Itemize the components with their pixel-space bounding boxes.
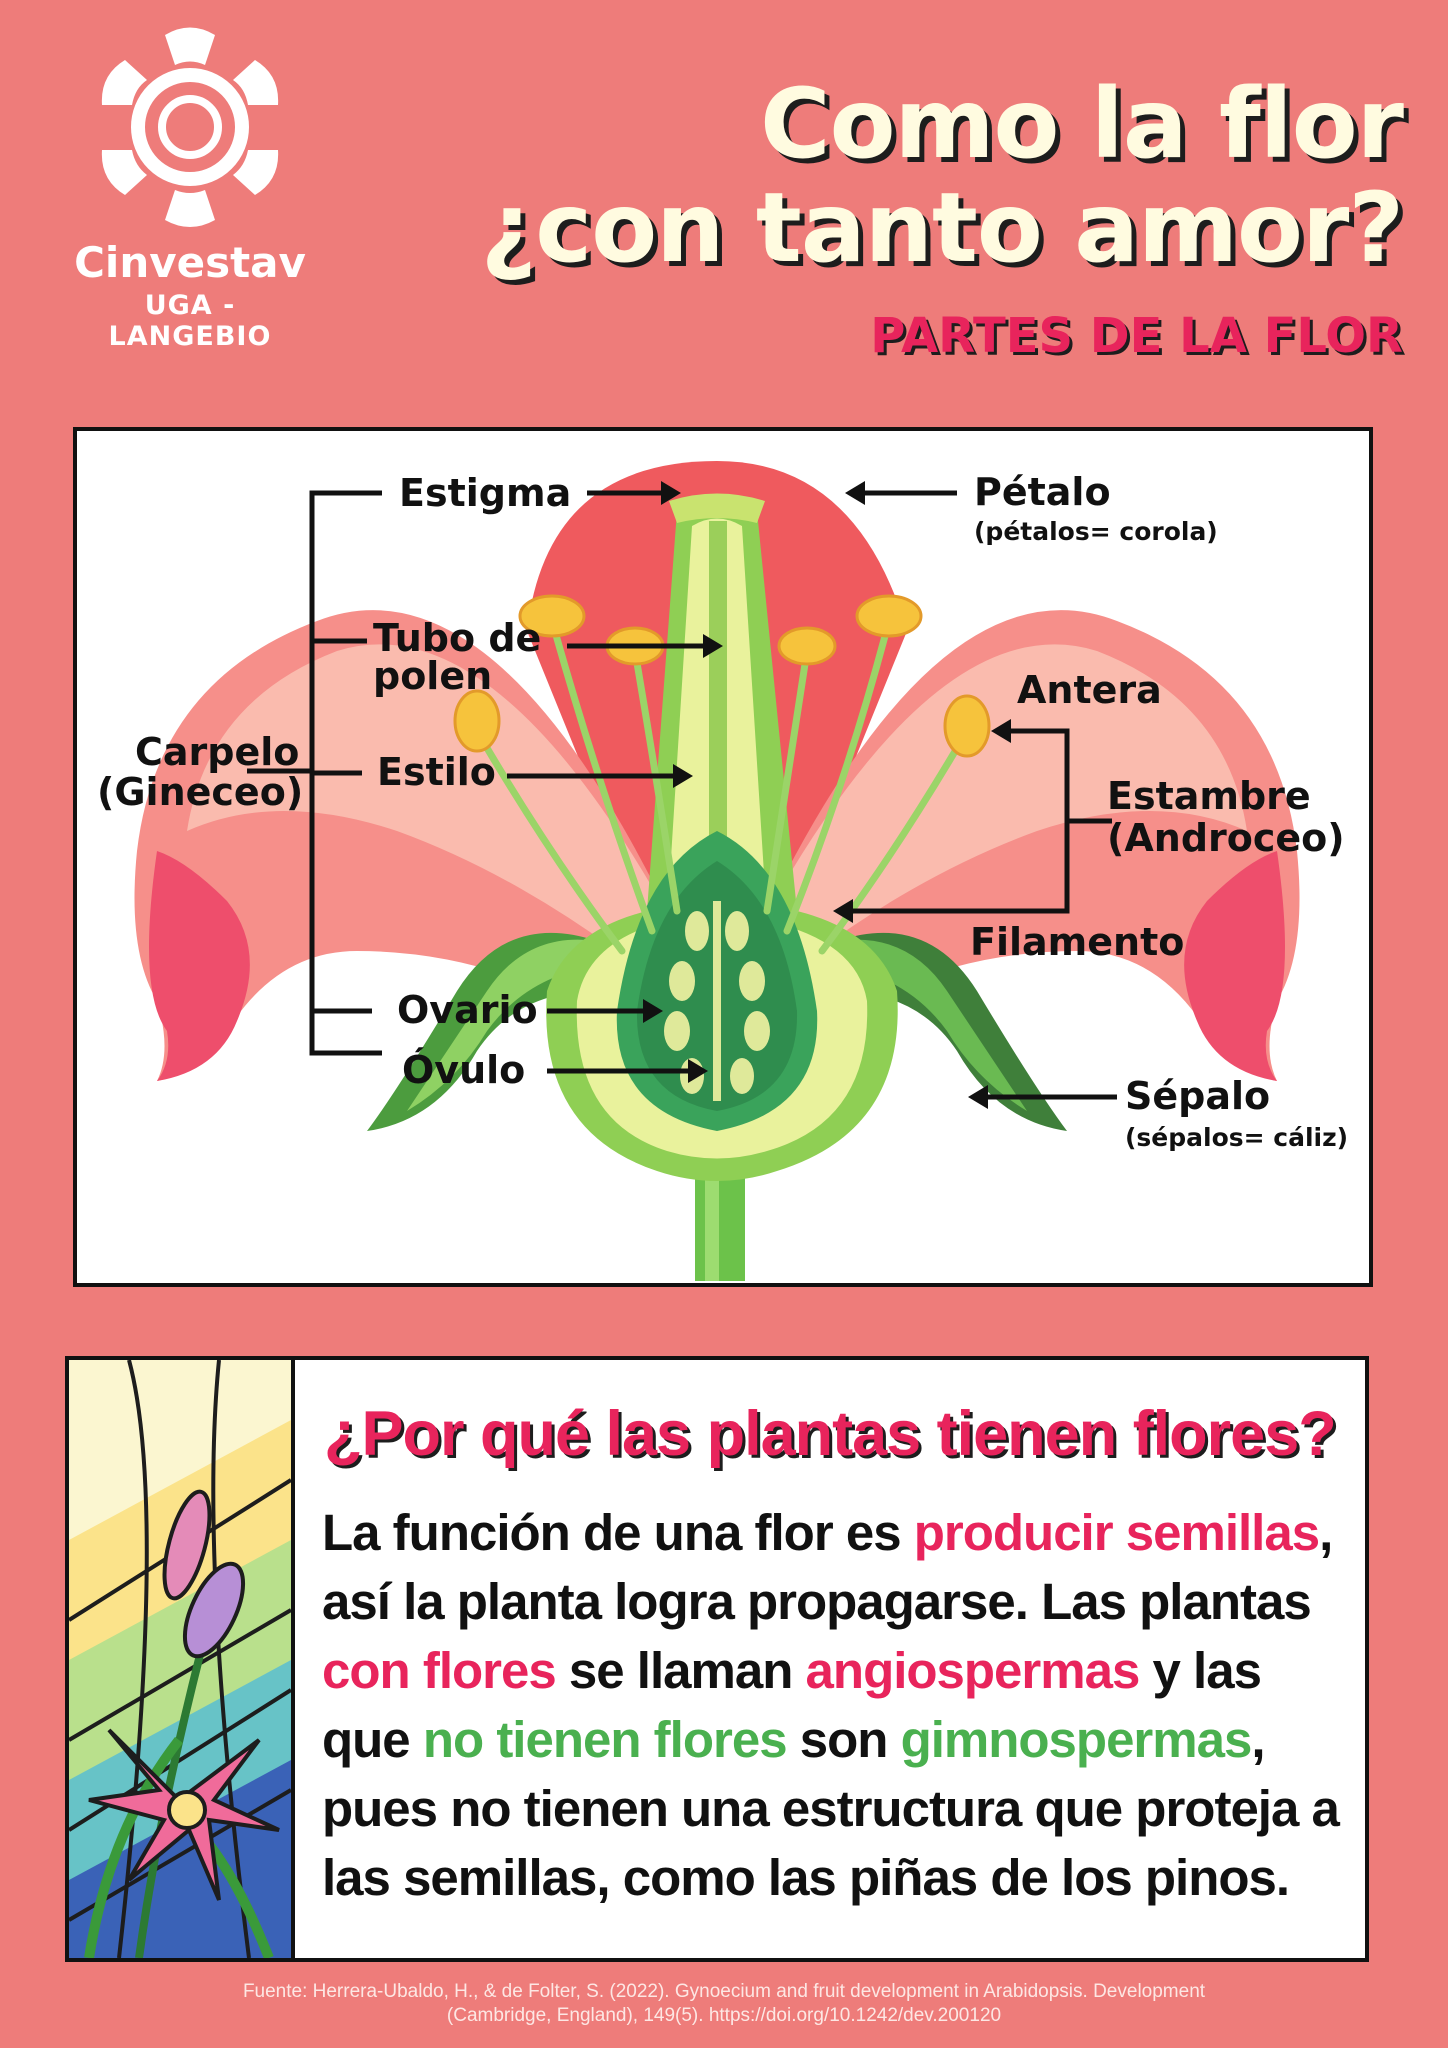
highlight-green: no tienen flores — [422, 1711, 788, 1768]
flower-diagram-panel: Estigma Tubo de polen Carpelo (Gineceo) … — [73, 427, 1373, 1287]
stigma — [669, 493, 765, 523]
flower-illustration — [134, 461, 1300, 1281]
page-title-line-1: Como la flor — [760, 68, 1404, 180]
body-text: son — [786, 1711, 901, 1768]
label-estambre-1: Estambre — [1107, 774, 1311, 818]
body-text: La función de una flor es — [322, 1504, 914, 1561]
label-ovario: Ovario — [397, 988, 538, 1032]
logo-name: Cinvestav — [74, 238, 306, 287]
label-estilo: Estilo — [377, 750, 496, 794]
body-text: se llaman — [555, 1642, 806, 1699]
highlight-green: gimnospermas — [900, 1711, 1253, 1768]
highlight-pink: angiospermas — [805, 1642, 1141, 1699]
highlight-pink: con flores — [322, 1642, 557, 1699]
label-filamento: Filamento — [970, 920, 1185, 964]
body-text: y las que — [322, 1642, 1262, 1768]
cinvestav-logo: Cinvestav UGA - LANGEBIO — [70, 20, 310, 352]
logo-subtitle: UGA - LANGEBIO — [108, 290, 272, 352]
answer-paragraph: La función de una flor es producir semil… — [322, 1498, 1357, 1912]
source-line-2: (Cambridge, England), 149(5). https://do… — [446, 2005, 1002, 2026]
label-petalo-note: (pétalos= corola) — [974, 517, 1218, 546]
label-estambre-2: (Androceo) — [1107, 816, 1345, 860]
label-sepalo: Sépalo — [1125, 1074, 1271, 1118]
source-line-1: Fuente: Herrera-Ubaldo, H., & de Folter,… — [242, 1981, 1206, 2002]
source-citation: Fuente: Herrera-Ubaldo, H., & de Folter,… — [0, 1980, 1448, 2028]
stained-glass-flower-image — [69, 1360, 295, 1958]
label-carpelo-1: Carpelo — [135, 730, 300, 774]
body-text: , pues no tienen una estructura que prot… — [322, 1711, 1340, 1906]
label-antera: Antera — [1017, 668, 1162, 712]
cinvestav-emblem-icon — [101, 27, 279, 227]
label-ovulo: Óvulo — [402, 1048, 526, 1092]
label-tubo-polen-1: Tubo de — [373, 616, 542, 660]
label-estigma: Estigma — [399, 471, 572, 515]
label-sepalo-note: (sépalos= cáliz) — [1125, 1123, 1349, 1152]
body-text: , así la planta logra propagarse. Las pl… — [322, 1504, 1333, 1630]
style-core — [709, 521, 727, 931]
label-carpelo-2: (Gineceo) — [97, 770, 304, 814]
section-subtitle: PARTES DE LA FLOR — [870, 308, 1403, 364]
label-tubo-polen-2: polen — [373, 654, 493, 698]
filaments — [473, 617, 971, 955]
label-petalo: Pétalo — [974, 470, 1111, 514]
question-title: ¿Por qué las plantas tienen flores? — [324, 1399, 1337, 1469]
info-panel: ¿Por qué las plantas tienen flores? La f… — [65, 1356, 1369, 1962]
highlight-pink: producir semillas — [913, 1504, 1320, 1561]
page-title-line-2: ¿con tanto amor? — [480, 172, 1404, 284]
